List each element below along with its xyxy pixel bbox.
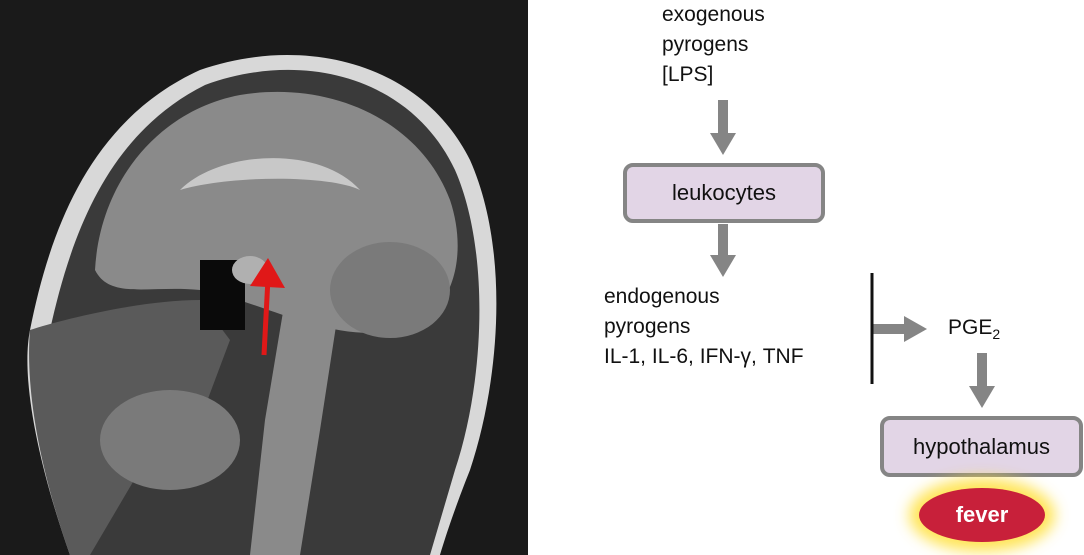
label-line: IL-1, IL-6, IFN-γ, TNF: [604, 345, 804, 368]
fever-badge: fever: [919, 488, 1045, 542]
leukocytes-box: leukocytes: [623, 163, 825, 223]
arrow-pge2-to-hypothalamus: [969, 353, 995, 408]
endogenous-pyrogens-label: endogenous pyrogens IL-1, IL-6, IFN-γ, T…: [604, 282, 804, 372]
arrow-exogenous-to-leukocytes: [710, 100, 736, 155]
fever-label: fever: [955, 502, 1009, 527]
arrow-to-pge2: [872, 316, 927, 342]
pge-subscript: 2: [992, 326, 1001, 342]
label-line: exogenous: [662, 3, 765, 26]
label-line: pyrogens: [662, 33, 749, 56]
pge2-label: PGE2: [948, 313, 1000, 349]
hypothalamus-label: hypothalamus: [913, 433, 1050, 459]
arrow-leukocytes-to-endogenous: [710, 224, 736, 277]
label-line: [LPS]: [662, 63, 714, 86]
exogenous-pyrogens-label: exogenous pyrogens [LPS]: [662, 0, 765, 90]
red-arrow-indicator: [250, 258, 285, 356]
label-line: endogenous: [604, 285, 720, 308]
leukocytes-label: leukocytes: [672, 180, 776, 205]
hypothalamus-box: hypothalamus: [880, 416, 1083, 477]
label-line: pyrogens: [604, 315, 691, 338]
pge-text: PGE: [948, 316, 993, 339]
mri-brain-image: [0, 0, 528, 555]
